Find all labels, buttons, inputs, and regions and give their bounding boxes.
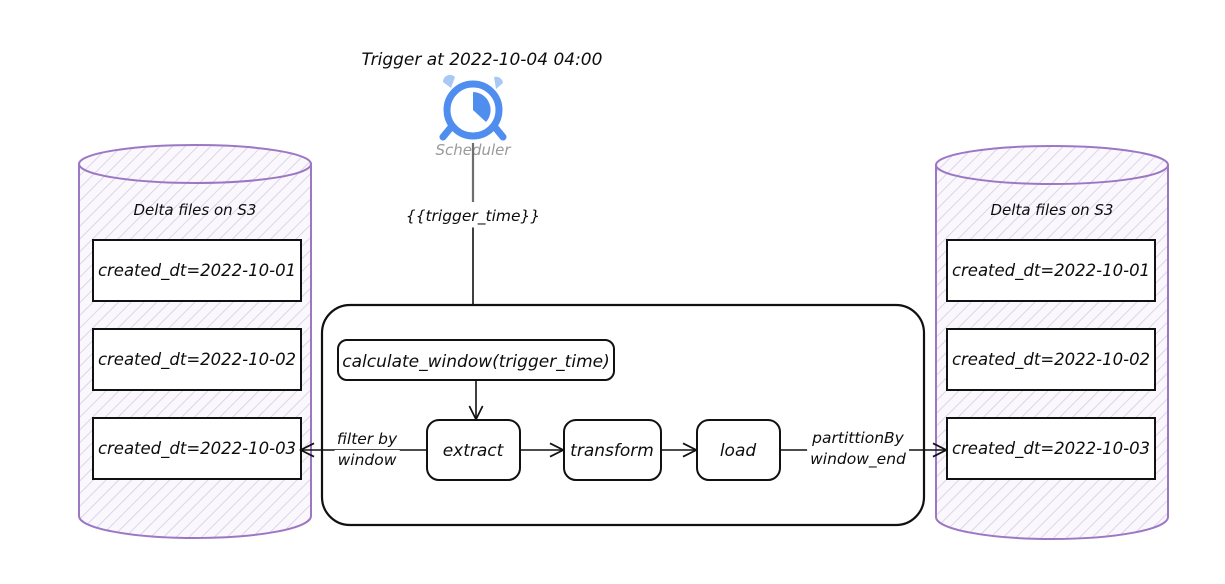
stage-extract[interactable]: extract xyxy=(426,419,521,481)
source-file-label: created_dt=2022-10-01 xyxy=(98,261,296,281)
target-file-item-1[interactable]: created_dt=2022-10-02 xyxy=(946,328,1156,391)
alarm-clock-icon xyxy=(439,74,507,141)
page-title: Trigger at 2022-10-04 04:00 xyxy=(362,50,603,70)
filter-edge-label-line2: window xyxy=(338,451,397,469)
target-store-title: Delta files on S3 xyxy=(991,201,1114,219)
trigger-time-label: {{trigger_time}} xyxy=(406,207,541,226)
calculate-window-label: calculate_window(trigger_time) xyxy=(342,352,609,372)
pipeline-container xyxy=(320,303,926,527)
label-backdrop xyxy=(333,429,401,449)
label-backdrop xyxy=(807,449,910,470)
source-file-item-0[interactable]: created_dt=2022-10-01 xyxy=(92,239,302,302)
source-file-item-1[interactable]: created_dt=2022-10-02 xyxy=(92,328,302,391)
label-backdrop xyxy=(334,450,400,470)
stage-load-label: load xyxy=(720,441,757,461)
target-file-label: created_dt=2022-10-02 xyxy=(952,350,1150,370)
partition-edge-label-line1: partittionBy xyxy=(811,429,904,447)
target-delta-store[interactable]: Delta files on S3 created_dt=2022-10-01 … xyxy=(935,145,1169,540)
stage-transform[interactable]: transform xyxy=(563,419,662,481)
label-backdrop xyxy=(808,428,908,448)
partition-edge-label-line2: window_end xyxy=(810,450,906,469)
calculate-window-step[interactable]: calculate_window(trigger_time) xyxy=(337,339,615,381)
filter-edge-label-line1: filter by xyxy=(337,430,398,448)
target-file-label: created_dt=2022-10-03 xyxy=(952,439,1150,459)
target-file-item-0[interactable]: created_dt=2022-10-01 xyxy=(946,239,1156,302)
source-delta-store[interactable]: Delta files on S3 created_dt=2022-10-01 … xyxy=(78,144,312,539)
label-backdrop xyxy=(402,206,544,227)
target-file-item-2[interactable]: created_dt=2022-10-03 xyxy=(946,417,1156,480)
source-store-title: Delta files on S3 xyxy=(134,201,257,219)
stage-transform-label: transform xyxy=(570,441,654,461)
source-file-item-2[interactable]: created_dt=2022-10-03 xyxy=(92,417,302,480)
source-file-label: created_dt=2022-10-02 xyxy=(98,350,296,370)
stage-load[interactable]: load xyxy=(696,419,781,481)
source-file-label: created_dt=2022-10-03 xyxy=(98,439,296,459)
stage-extract-label: extract xyxy=(443,441,505,461)
target-file-label: created_dt=2022-10-01 xyxy=(952,261,1150,281)
